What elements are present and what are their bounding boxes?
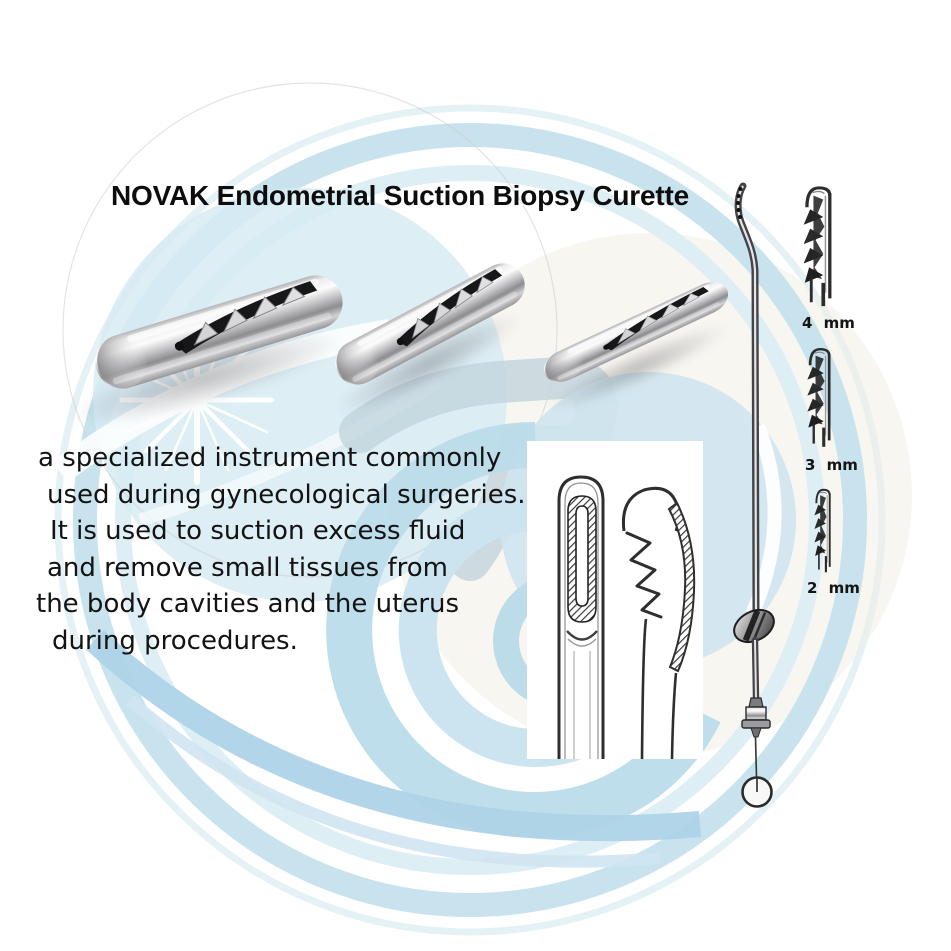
description-line: the body cavities and the uterus [36,589,460,620]
description-line: and remove small tissues from [47,552,448,583]
description-text: a specialized instrument commonly used d… [30,440,540,660]
description-line: used during gynecological surgeries. [47,479,526,510]
thumb-rest-disc [733,608,775,644]
description-line: a specialized instrument commonly [38,443,502,473]
product-title: NOVAK Endometrial Suction Biopsy Curette [111,180,689,211]
luer-hub [741,697,771,738]
description-line: during procedures. [52,625,298,656]
size-label-2mm: 2 mm [807,579,860,597]
size-label-4mm: 4 mm [802,314,855,332]
size-variant-4mm-figure [796,184,844,314]
tip-serrations [736,187,743,219]
tip-detail-inset [527,441,703,760]
tip-front-view-drawing [557,475,605,759]
size-variant-3mm-figure [801,346,841,454]
size-variant-2mm-figure [810,487,838,579]
tip-side-view-drawing [621,486,696,760]
full-curette-illustration [688,176,808,840]
size-label-3mm: 3 mm [805,456,858,474]
description-line: It is used to suction excess fluid [50,516,466,547]
